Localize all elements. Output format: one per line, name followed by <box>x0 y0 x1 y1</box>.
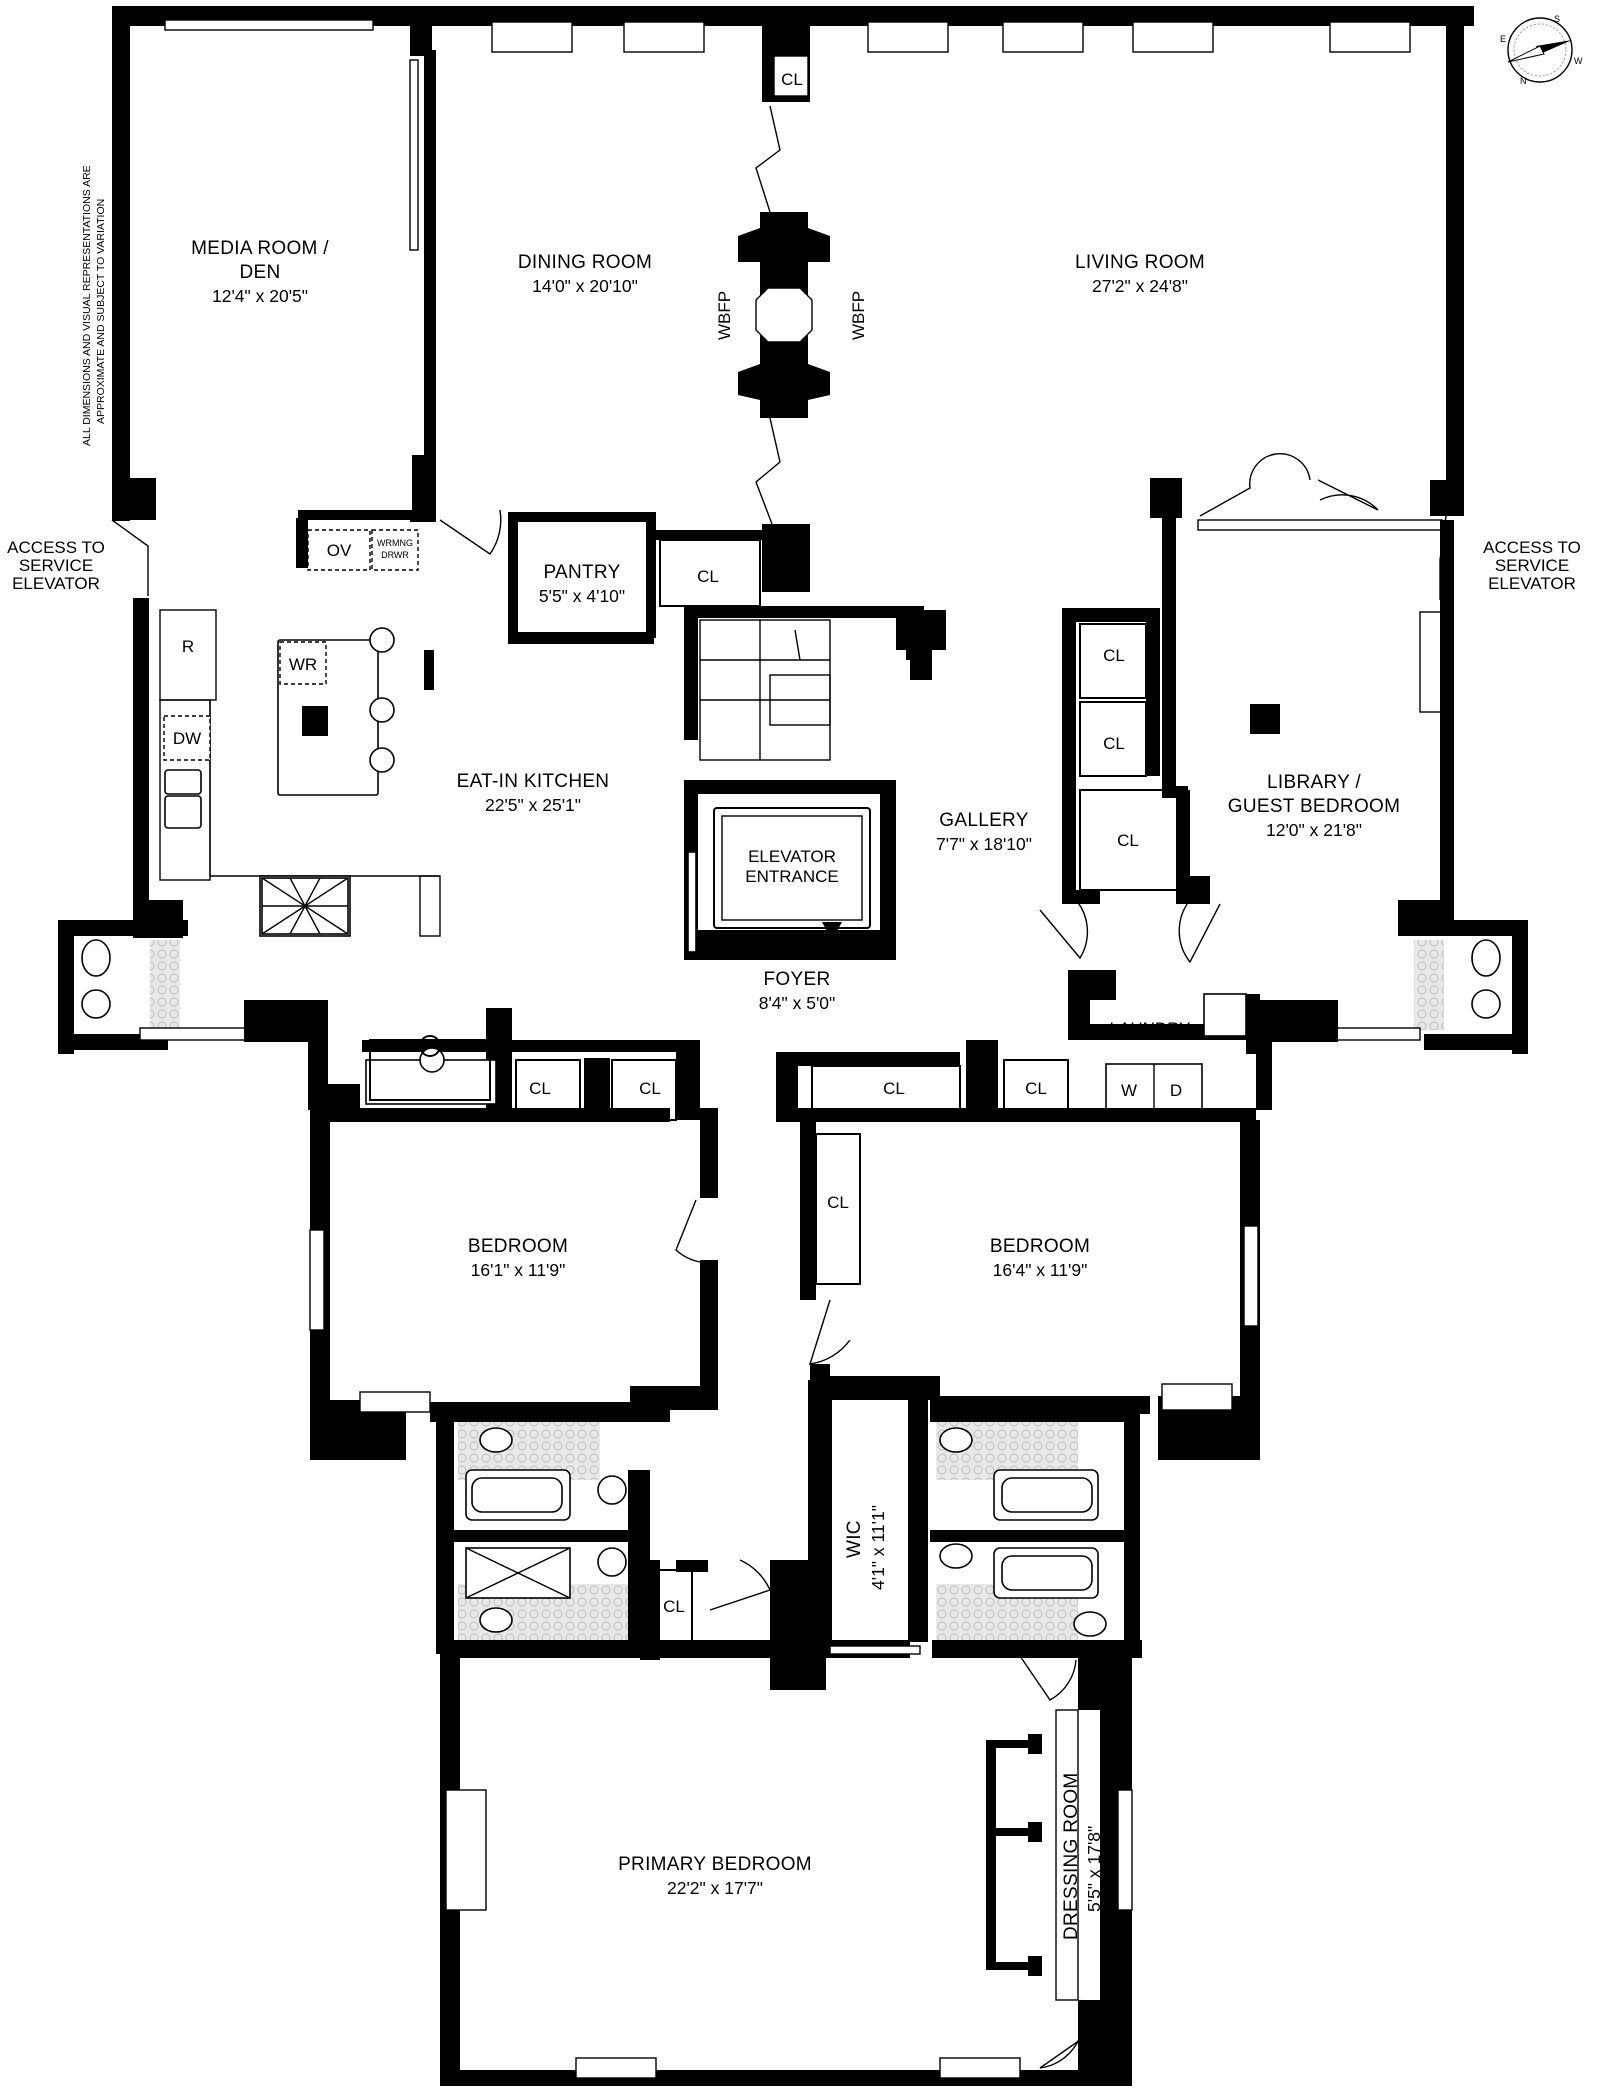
compass: S W E N <box>1500 14 1583 86</box>
laundry-name: LAUNDRY <box>1110 1019 1191 1038</box>
refrigerator-label: R <box>182 637 194 656</box>
bedroom-right-name: BEDROOM <box>990 1236 1090 1257</box>
pantry-name: PANTRY <box>543 562 620 583</box>
elevator-name-2: ENTRANCE <box>745 867 839 886</box>
media-room-name-1: MEDIA ROOM / <box>191 238 329 259</box>
living-room-dim: 27'2" x 24'8" <box>1092 276 1188 296</box>
compass-letter-s: S <box>1554 14 1560 24</box>
foyer-dim: 8'4" x 5'0" <box>759 993 836 1013</box>
closet-label: CL <box>827 1193 849 1212</box>
note-line-1: ALL DIMENSIONS AND VISUAL REPRESENTATION… <box>81 165 93 446</box>
dining-room-name: DINING ROOM <box>518 252 652 273</box>
closet-label: CL <box>529 1079 551 1098</box>
bedroom-left-name: BEDROOM <box>468 1236 568 1257</box>
closet-label: CL <box>1025 1079 1047 1098</box>
closet-label: CL <box>697 567 719 586</box>
dryer-label: D <box>1170 1081 1182 1100</box>
door-swings <box>111 105 1447 2069</box>
dining-room-dim: 14'0" x 20'10" <box>532 276 638 296</box>
library-name-1: LIBRARY / <box>1267 772 1361 793</box>
wbfp-label-right: WBFP <box>849 291 868 340</box>
closet-label: CL <box>883 1079 905 1098</box>
foyer-name: FOYER <box>764 969 831 990</box>
dressing-room-name: DRESSING ROOM <box>1061 1772 1082 1940</box>
primary-bedroom-dim: 22'2" x 17'7" <box>667 1878 763 1898</box>
washer-label: W <box>1121 1081 1137 1100</box>
media-room-name-2: DEN <box>239 262 280 283</box>
living-room-name: LIVING ROOM <box>1075 252 1205 273</box>
cooktop <box>261 877 349 935</box>
closet-label: CL <box>1103 646 1125 665</box>
closet-label: CL <box>639 1079 661 1098</box>
closet-label: CL <box>781 70 803 89</box>
bedroom-right-dim: 16'4" x 11'9" <box>993 1260 1088 1280</box>
closet-label: CL <box>1117 831 1139 850</box>
closet-label: CL <box>663 1597 685 1616</box>
bath-fixtures <box>81 939 1501 1637</box>
compass-letter-w: W <box>1574 56 1583 66</box>
gallery-dim: 7'7" x 18'10" <box>936 834 1032 854</box>
access-right-line-1: ACCESS TO <box>1483 538 1581 557</box>
access-left-line-3: ELEVATOR <box>12 574 100 593</box>
media-room-dim: 12'4" x 20'5" <box>212 286 308 306</box>
note-line-2: APPROXIMATE AND SUBJECT TO VARIATION <box>95 199 107 424</box>
room-labels: MEDIA ROOM / DEN 12'4" x 20'5" DINING RO… <box>191 238 1400 1940</box>
library-name-2: GUEST BEDROOM <box>1228 796 1400 817</box>
pantry-dim: 5'5" x 4'10" <box>539 586 625 606</box>
closet-label: CL <box>1103 734 1125 753</box>
wine-refrigerator-label: WR <box>289 655 317 674</box>
library-column <box>1250 704 1280 734</box>
elevator-name-1: ELEVATOR <box>748 847 836 866</box>
access-labels: ACCESS TO SERVICE ELEVATOR ACCESS TO SER… <box>7 538 1581 593</box>
oven-label: OV <box>327 541 352 560</box>
access-right-line-2: SERVICE <box>1495 556 1569 575</box>
warming-drawer-label-1: WRMNG <box>377 538 413 548</box>
kitchen-name: EAT-IN KITCHEN <box>457 771 610 792</box>
wic-dim: 4'1" x 11'1" <box>868 1505 888 1590</box>
compass-letter-n: N <box>1520 76 1527 86</box>
dressing-room-dim: 5'5" x 17'8" <box>1084 1826 1104 1912</box>
warming-drawer-label-2: DRWR <box>381 550 409 560</box>
access-right-line-3: ELEVATOR <box>1488 574 1576 593</box>
library-dim: 12'0" x 21'8" <box>1266 820 1362 840</box>
access-left-line-1: ACCESS TO <box>7 538 105 557</box>
fixture-labels: CL CL CL CL CL CL CL CL CL CL CL CL WBFP… <box>163 70 1182 1616</box>
walls <box>58 6 1528 2086</box>
primary-bedroom-name: PRIMARY BEDROOM <box>618 1854 812 1875</box>
wbfp-label-left: WBFP <box>715 291 734 340</box>
closet-label: CL <box>781 553 803 572</box>
access-left-line-2: SERVICE <box>19 556 93 575</box>
wic-name: WIC <box>844 1520 865 1558</box>
gallery-name: GALLERY <box>939 810 1028 831</box>
kitchen-dim: 22'5" x 25'1" <box>485 795 581 815</box>
disclaimer-note: ALL DIMENSIONS AND VISUAL REPRESENTATION… <box>81 165 107 446</box>
dishwasher-label: DW <box>173 729 201 748</box>
bedroom-left-dim: 16'1" x 11'9" <box>471 1260 566 1280</box>
compass-letter-e: E <box>1500 34 1506 44</box>
